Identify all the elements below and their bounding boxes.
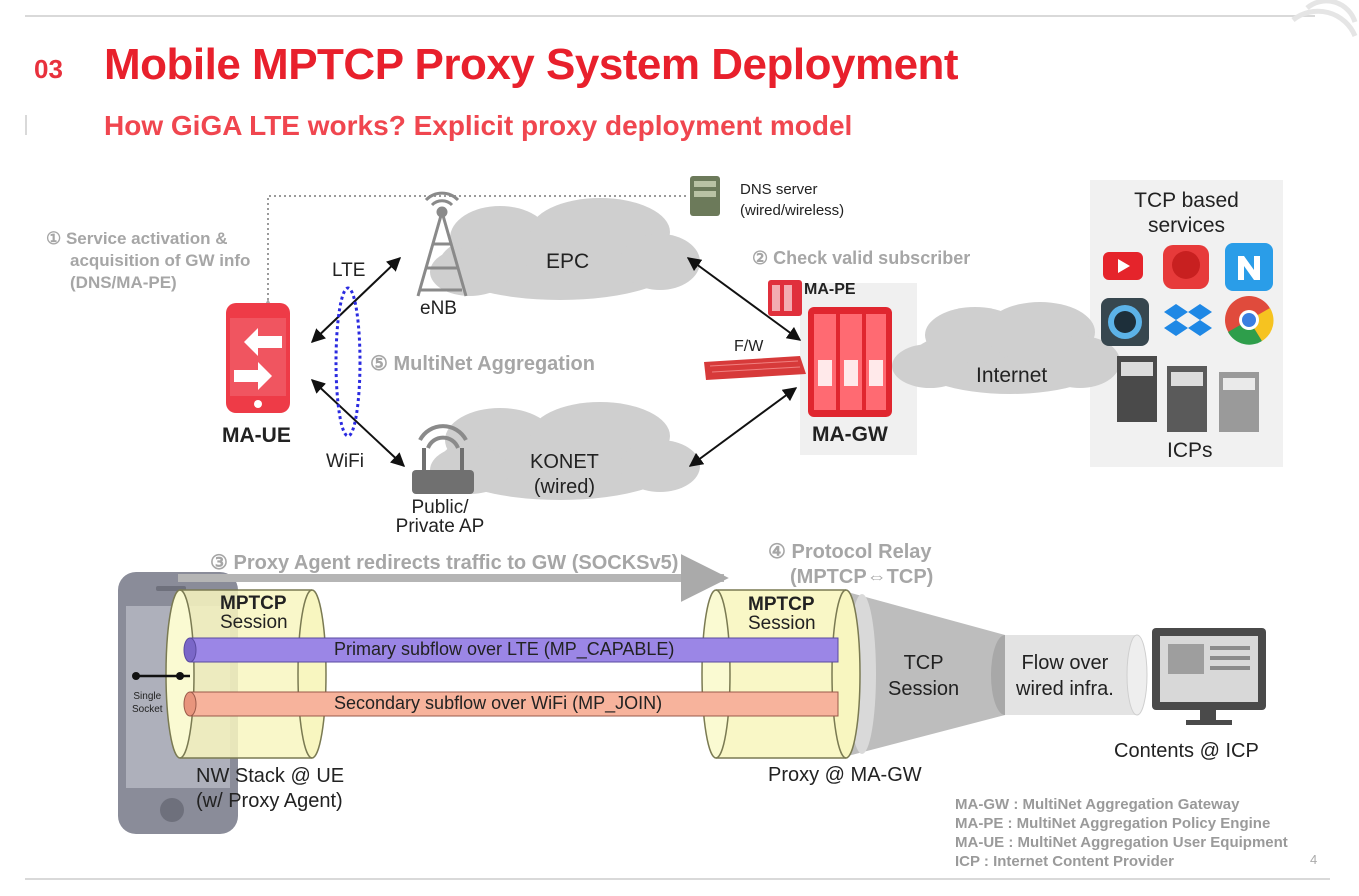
legend-item: ICP : Internet Content Provider <box>955 853 1174 870</box>
services-line1: TCP based <box>1134 189 1239 212</box>
ma-gw-label: MA-GW <box>812 423 888 446</box>
page-number: 4 <box>1310 852 1318 867</box>
left-mptcp-line1: MPTCP <box>220 593 287 614</box>
step3-note: ③ Proxy Agent redirects traffic to GW (S… <box>210 552 679 574</box>
dns-server-icon <box>690 176 720 216</box>
step4-note: ④ Protocol Relay (MPTCP⇔TCP) <box>768 540 933 590</box>
nw-stack-line2: (w/ Proxy Agent) <box>196 790 343 812</box>
flow-line1: Flow over <box>1021 652 1109 674</box>
firewall-icon <box>704 356 806 380</box>
icp-server-icon <box>1167 366 1207 432</box>
ma-pe-icon <box>768 280 802 316</box>
konet-label: KONET (wired) <box>530 450 599 500</box>
nw-stack-label: NW Stack @ UE (w/ Proxy Agent) <box>196 764 344 814</box>
naver-icon <box>1225 243 1273 291</box>
flow-label: Flow over wired infra. <box>1016 650 1114 702</box>
nw-stack-line1: NW Stack @ UE <box>196 765 345 787</box>
page-subtitle: How GiGA LTE works? Explicit proxy deplo… <box>104 110 853 141</box>
step1-line2: acquisition of GW info <box>70 251 251 270</box>
services-title: TCP based services <box>1090 188 1283 238</box>
icp-monitor-icon <box>1152 628 1266 725</box>
access-point-icon <box>412 424 474 494</box>
internet-label: Internet <box>976 364 1048 387</box>
enb-tower-icon <box>416 191 468 297</box>
tcp-cone <box>840 590 1005 758</box>
step5-note: ⑤ MultiNet Aggregation <box>370 353 595 375</box>
services-line2: services <box>1147 214 1226 237</box>
secondary-subflow-bar <box>189 691 839 717</box>
wifi-label: WiFi <box>326 451 364 472</box>
ap-line1: Public/ <box>411 497 469 518</box>
icp-server-icon <box>1219 372 1259 432</box>
left-mptcp-label: MPTCP Session <box>220 594 288 632</box>
konet-line1: KONET <box>530 451 599 473</box>
primary-subflow-label: Primary subflow over LTE (MP_CAPABLE) <box>334 639 675 659</box>
corner-rings-decoration <box>1291 0 1358 38</box>
dropbox-icon <box>1164 304 1212 336</box>
step4-line1: ④ Protocol Relay <box>768 541 932 563</box>
legend-item: MA-GW : MultiNet Aggregation Gateway <box>955 796 1240 813</box>
konet-cloud <box>430 402 700 500</box>
epc-to-gw-arrow <box>686 257 802 341</box>
step2-note: ② Check valid subscriber <box>752 248 971 268</box>
legend-item: MA-UE : MultiNet Aggregation User Equipm… <box>955 834 1288 851</box>
tcp-session-label: TCP Session <box>888 650 959 702</box>
ma-gw-icon <box>808 307 892 417</box>
ma-pe-label: MA-PE <box>804 281 856 298</box>
right-mptcp-line1: MPTCP <box>748 594 815 615</box>
enb-label: eNB <box>420 298 457 319</box>
dns-server-label: DNS server (wired/wireless) <box>740 179 844 221</box>
legend-item: MA-PE : MultiNet Aggregation Policy Engi… <box>955 815 1271 832</box>
icps-label: ICPs <box>1167 439 1213 462</box>
multinet-aggregation-ellipse <box>334 286 362 438</box>
ma-ue-phone-icon <box>226 303 290 413</box>
konet-line2: (wired) <box>533 476 596 498</box>
dns-label-line1: DNS server <box>740 181 818 198</box>
step1-line3: (DNS/MA-PE) <box>70 273 177 292</box>
frame-top-line <box>25 15 1315 17</box>
step4-line2: (MPTCP⇔TCP) <box>790 566 934 588</box>
lte-label: LTE <box>332 260 366 281</box>
legend: MA-GW : MultiNet Aggregation Gateway MA-… <box>955 795 1288 871</box>
epc-label: EPC <box>546 250 590 273</box>
tcp-session-line2: Session <box>888 678 960 700</box>
contents-label: Contents @ ICP <box>1114 740 1259 762</box>
ap-line2: Private AP <box>395 516 485 537</box>
single-socket-label: Single Socket <box>132 690 163 716</box>
flow-line2: wired infra. <box>1016 678 1114 700</box>
tv-app-icon <box>1163 245 1209 289</box>
konet-to-gw-arrow <box>688 387 798 467</box>
frame-left-line <box>25 115 27 135</box>
speedometer-app-icon <box>1101 298 1149 346</box>
icp-server-icon <box>1117 356 1157 422</box>
step1-note: ① Service activation & acquisition of GW… <box>46 228 250 294</box>
proxy-label: Proxy @ MA-GW <box>768 764 922 786</box>
secondary-subflow-label: Secondary subflow over WiFi (MP_JOIN) <box>334 693 663 713</box>
frame-bottom-line <box>25 878 1330 880</box>
right-mptcp-label: MPTCP Session <box>748 595 816 633</box>
page-title: Mobile MPTCP Proxy System Deployment <box>104 40 959 89</box>
chrome-icon <box>1225 296 1274 345</box>
flow-cylinder <box>1005 635 1137 715</box>
youtube-icon <box>1103 252 1143 280</box>
single-socket-line2: Socket <box>132 704 163 715</box>
internet-cloud <box>892 302 1120 394</box>
dns-label-line2: (wired/wireless) <box>740 202 845 219</box>
left-mptcp-line2: Session <box>220 612 288 633</box>
right-mptcp-line2: Session <box>748 613 816 634</box>
ue-to-enb-arrow <box>310 257 402 343</box>
section-number: 03 <box>34 54 63 84</box>
primary-subflow-bar <box>189 637 839 663</box>
single-socket-line1: Single <box>133 691 162 702</box>
ma-ue-label: MA-UE <box>222 424 291 447</box>
step1-line1: ① Service activation & <box>46 229 228 248</box>
ap-label: Public/ Private AP <box>390 498 490 536</box>
epc-cloud <box>430 198 700 300</box>
firewall-label: F/W <box>734 338 764 355</box>
tcp-session-line1: TCP <box>903 652 944 674</box>
ue-to-ap-arrow <box>310 379 406 467</box>
